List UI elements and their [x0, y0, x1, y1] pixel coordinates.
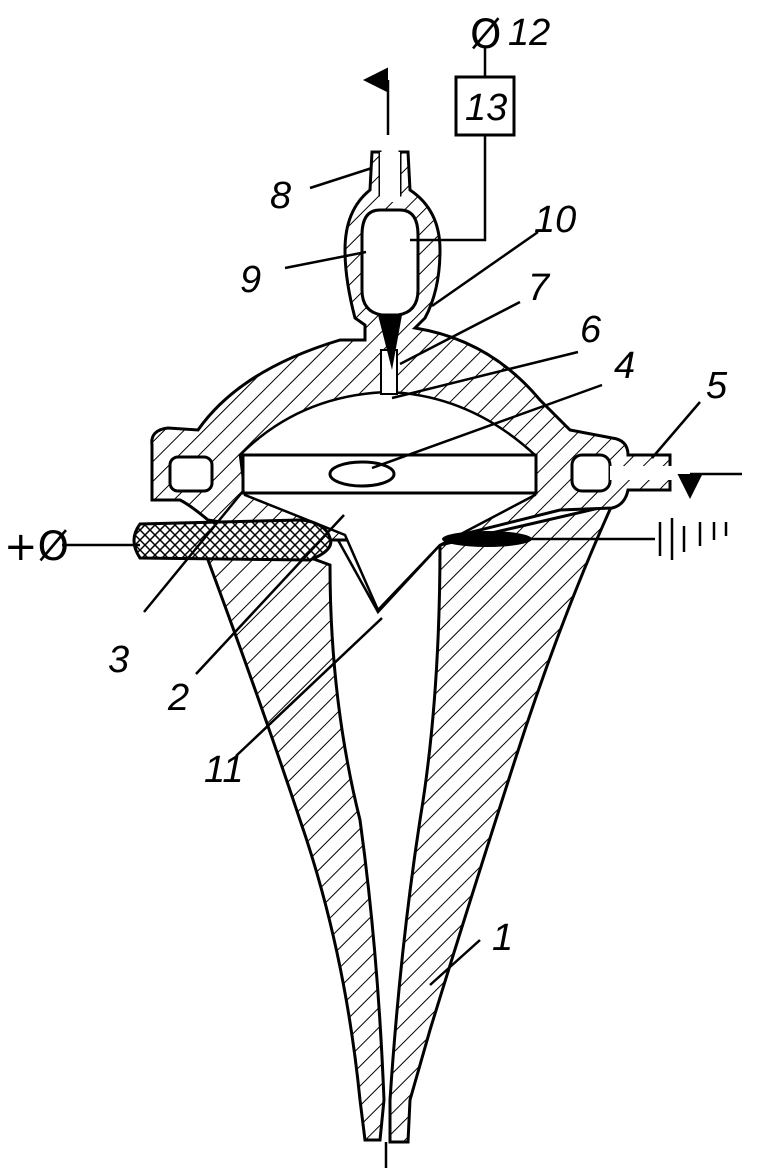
central-opening — [328, 460, 396, 488]
label-2: 2 — [167, 677, 189, 719]
outlet-channel — [380, 152, 400, 202]
discharge-line — [336, 539, 441, 615]
label-10: 10 — [534, 199, 576, 241]
inlet-channel — [610, 466, 672, 480]
label-9: 9 — [240, 259, 261, 301]
body-right-half — [388, 502, 615, 1144]
label-12: 12 — [508, 12, 550, 54]
left-electrode — [132, 518, 333, 562]
needle-electrode — [378, 315, 402, 370]
label-11: 11 — [204, 749, 243, 791]
label-7: 7 — [528, 267, 551, 309]
left-port — [168, 455, 214, 493]
box-to-chamber-wire — [410, 135, 487, 242]
label-1: 1 — [492, 917, 513, 959]
upper-chamber — [360, 208, 420, 317]
label-6: 6 — [580, 309, 602, 351]
ground-symbol-icon — [658, 518, 728, 560]
label-5: 5 — [706, 365, 728, 407]
terminal-12-symbol: Ø — [470, 12, 501, 58]
label-4: 4 — [614, 345, 635, 387]
right-port — [570, 453, 612, 493]
label-13: 13 — [465, 87, 507, 129]
label-8: 8 — [270, 175, 291, 217]
leader-lines — [143, 166, 701, 986]
body-left-half — [206, 517, 386, 1142]
control-unit-box — [454, 75, 516, 137]
label-3: 3 — [108, 639, 129, 681]
right-electrode — [442, 531, 532, 547]
plus-terminal-label: +Ø — [4, 524, 69, 570]
